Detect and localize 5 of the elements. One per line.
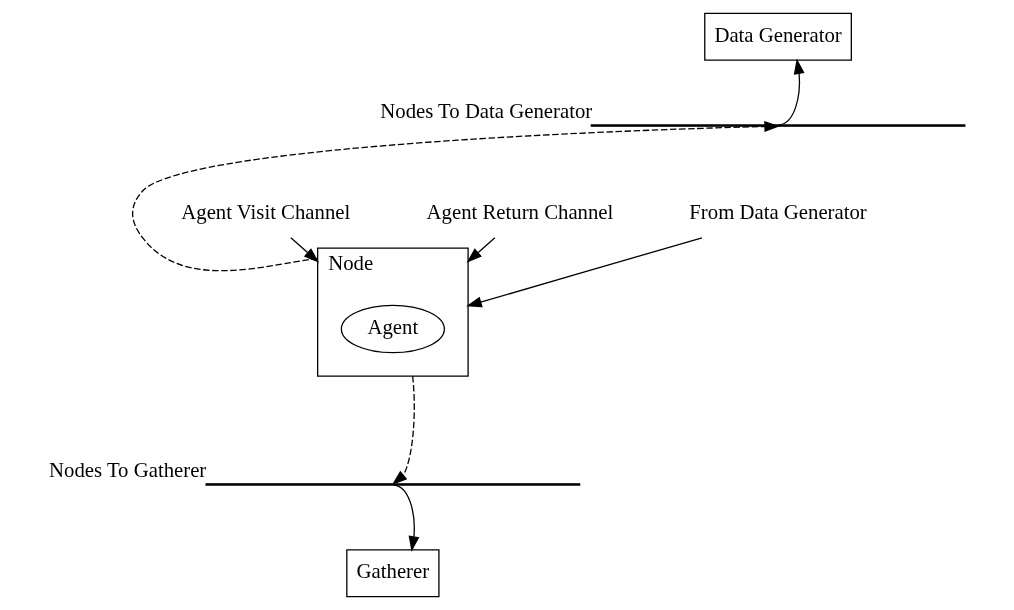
node-text: Agent Return Channel xyxy=(426,201,614,224)
node-text: Agent Visit Channel xyxy=(181,201,351,224)
node-label: Nodes To Data Generator xyxy=(380,100,593,123)
node-label: Nodes To Gatherer xyxy=(49,459,207,482)
node-text: From Data Generator xyxy=(689,201,867,224)
